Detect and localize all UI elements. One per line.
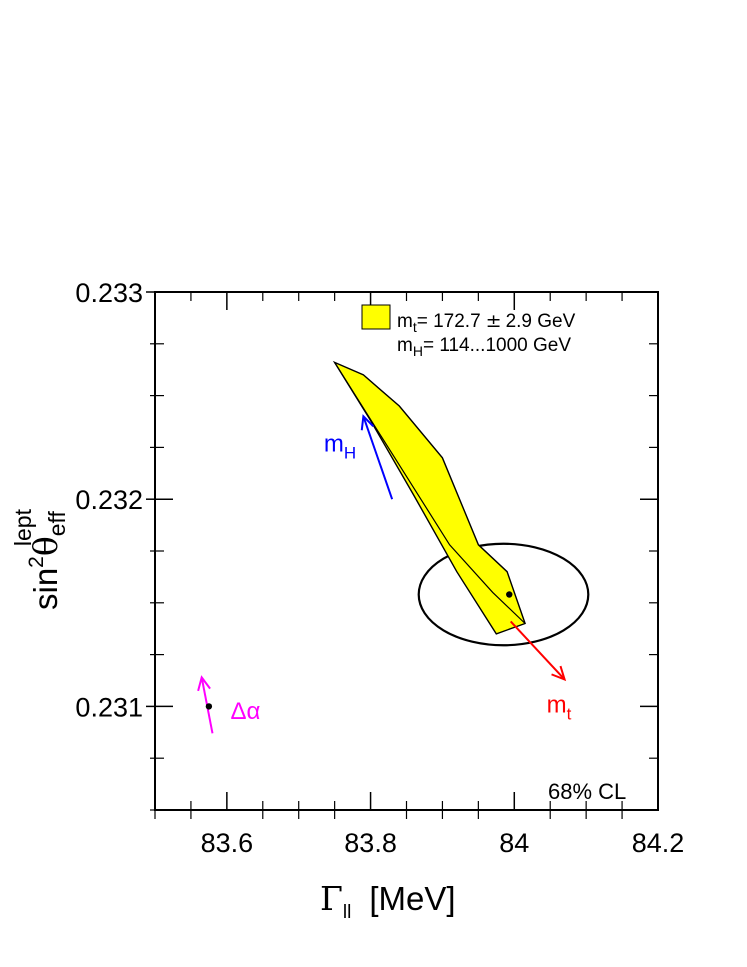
plot-frame (154, 291, 659, 811)
m-h-arrow: mH (324, 414, 394, 500)
m-h-arrow-label: mH (324, 431, 356, 463)
m-h-arrow-head (360, 414, 374, 431)
x-axis-title-unit: [MeV] (369, 880, 455, 917)
delta-alpha-arrow: Δα (197, 675, 260, 734)
confidence-ellipse (417, 542, 590, 647)
m-h-arrow-shaft (362, 415, 394, 500)
sm-band-center-line (334, 362, 526, 624)
y-tick-label: 0.231 (75, 692, 143, 722)
x-tick-label: 84 (499, 828, 529, 858)
x-tick-label: 84.2 (632, 828, 685, 858)
plot-marks: mH mt Δα (197, 360, 590, 734)
legend-entry-top-mass: mt= 172.7±2.9 GeV (397, 310, 576, 335)
y-axis-title: sin2θefflept (10, 508, 70, 610)
delta-alpha-point (205, 703, 213, 710)
y-tick-label: 0.233 (75, 278, 143, 308)
x-tick-label: 83.6 (201, 828, 254, 858)
x-axis-title: Γll [MeV] (320, 879, 456, 923)
delta-alpha-arrow-label: Δα (230, 698, 260, 725)
x-axis-title-symbol: Γ (320, 879, 343, 918)
y-axis-title-superscript: lept (10, 508, 36, 546)
m-t-arrow-head (551, 665, 567, 682)
legend-swatch (361, 304, 391, 330)
sm-prediction-band (332, 360, 526, 635)
legend-entry-higgs-mass: mH= 114...1000 GeV (397, 335, 571, 359)
axes: 83.6 83.8 84 84.2 0.231 0.232 0.233 (75, 278, 684, 858)
y-axis-title-main: sin (27, 568, 64, 610)
y-tick-label: 0.232 (75, 485, 143, 515)
y-axis-title-subscript: eff (44, 510, 70, 536)
delta-alpha-arrow-head (197, 675, 211, 692)
x-tick-label: 83.8 (344, 828, 397, 858)
m-t-arrow-shaft (509, 620, 566, 681)
sm-point (506, 591, 513, 598)
x-axis-title-subscript: ll (343, 902, 351, 923)
legend: mt= 172.7±2.9 GeV mH= 114...1000 GeV (361, 304, 576, 359)
confidence-level-label: 68% CL (548, 779, 626, 804)
y-axis-title-theta: θ (26, 536, 65, 556)
y-axis-title-power: 2 (25, 556, 48, 568)
m-t-arrow: mt (509, 620, 572, 724)
m-t-arrow-label: mt (547, 692, 572, 724)
